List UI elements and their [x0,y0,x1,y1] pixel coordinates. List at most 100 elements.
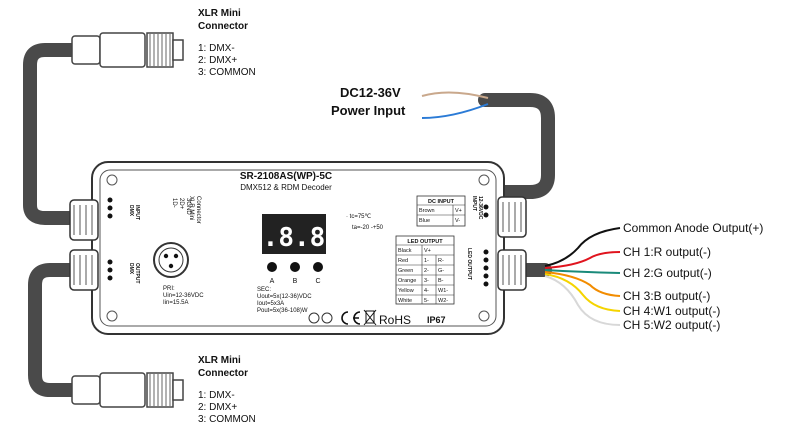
bottom-connector-title-1: XLR Mini [198,355,241,366]
left-cable-glands [69,199,99,291]
button-a[interactable] [267,262,277,272]
output-ch2: CH 2:G output(-) [623,266,712,280]
orange-wire [544,271,621,297]
green-wire [544,269,621,274]
top-connector-pin-3: 3: COMMON [198,67,256,78]
led-row-1-color: Black [398,248,412,254]
dmx-output-label-1: DMX [128,263,134,275]
led-row-3-color: Green [398,268,413,274]
display-digits: 8.8.8. [247,223,341,253]
output-ch3: CH 3:B output(-) [623,289,710,303]
device-model: SR-2108AS(WP)-5C [240,171,332,182]
led-row-3-num: 2- [424,268,429,274]
sec-line-4: Pout=5x(36-108)W [257,308,308,314]
input-side-label-1: INPUT [471,196,477,211]
bottom-connector-title-2: Connector [198,368,248,379]
led-row-5-pin: W1- [438,288,448,294]
top-connector-label: XLR Mini Connector 1: DMX- 2: DMX+ 3: CO… [198,8,256,78]
device-xlr-socket [153,242,189,278]
red-wire [544,251,621,269]
input-side-label-2: 12-36VDC [477,196,483,220]
led-output-side-label: LED OUTPUT [466,248,472,280]
black-wire [544,227,621,267]
bottom-connector-pin-2: 2: DMX+ [198,402,237,413]
bottom-connector-pin-3: 3: COMMON [198,414,256,425]
pri-line-2: Uin=12-36VDC [163,293,204,299]
ip-rating: IP67 [427,315,446,325]
dc-input-table [416,195,466,227]
sec-spec: SEC: Uout=5x(12-36)VDC Iout=5x3A Pout=5x… [257,287,312,314]
dc-row-1-pin: V+ [455,208,462,214]
device-xlr-pin-1: 1D- [171,198,177,208]
recycle-bin-icon [363,309,377,326]
bottom-connector-label: XLR Mini Connector 1: DMX- 2: DMX+ 3: CO… [198,355,256,425]
power-input-label: DC12-36V Power Input [331,85,406,118]
led-row-6-color: White [398,298,412,304]
button-b-label: B [293,278,298,285]
led-output-rows: Black V+ Red 1- R- Green 2- G- Orange 3-… [398,248,448,304]
led-display [262,214,326,254]
top-cable [23,43,82,225]
ta-label: ta=-20 -+50 [352,225,384,231]
top-xlr-connector [71,32,184,68]
led-row-3-pin: G- [438,268,444,274]
dmx-output-label-2: OUTPUT [134,263,140,284]
output-common-anode: Common Anode Output(+) [623,221,763,235]
power-input-line-2: Power Input [331,103,406,118]
output-labels: Common Anode Output(+) CH 1:R output(-) … [623,221,763,332]
brown-wire [421,91,489,99]
top-connector-title-1: XLR Mini [198,8,241,19]
output-ch1: CH 1:R output(-) [623,245,711,259]
device-xlr-pin-2: 2D+ [178,198,184,210]
rohs-mark: RoHS [379,313,411,327]
top-connector-pin-1: 1: DMX- [198,43,235,54]
bottom-cable [28,263,82,397]
led-row-5-num: 4- [424,288,429,294]
led-output-table [395,235,455,305]
led-row-6-pin: W2- [438,298,448,304]
led-row-4-pin: B- [438,278,444,284]
dmx-input-label-2: INPUT [134,205,140,220]
ul-mark-icon [308,312,333,324]
led-row-4-num: 3- [424,278,429,284]
yellow-wire [544,273,621,312]
bottom-xlr-connector [71,372,184,408]
dc-row-2-color: Blue [419,218,430,224]
sec-line-1: SEC: [257,287,271,293]
device-xlr-pin-3: 3GND [185,198,191,215]
led-output-title: LED OUTPUT [407,239,443,245]
output-ch5: CH 5:W2 output(-) [623,318,720,332]
blue-wire [421,103,489,119]
dmx-input-label-1: DMX [128,205,134,217]
dc-row-1-color: Brown [419,208,435,214]
bottom-connector-pin-1: 1: DMX- [198,390,235,401]
dc-input-title: DC INPUT [428,199,455,205]
ce-mark-icon [341,311,361,325]
button-a-label: A [270,278,275,285]
pri-line-1: PRI: [163,286,175,292]
tc-label: · tc=75℃ [346,214,372,220]
button-c[interactable] [313,262,323,272]
device-subtitle: DMX512 & RDM Decoder [240,183,332,192]
sec-line-3: Iout=5x3A [257,301,284,307]
pri-spec: PRI: Uin=12-36VDC Iin=15.5A [163,286,204,306]
led-row-2-color: Red [398,258,408,264]
button-c-label: C [315,278,320,285]
top-connector-title-2: Connector [198,21,248,32]
device-xlr-label-2: Connector [195,196,201,224]
device-xlr-label-1: XLR Mini [188,196,194,220]
sec-line-2: Uout=5x(12-36)VDC [257,294,312,300]
pri-line-3: Iin=15.5A [163,300,189,306]
terminal-dots [107,197,489,287]
led-row-4-color: Orange [398,278,416,284]
output-ch4: CH 4:W1 output(-) [623,304,720,318]
led-row-2-num: 1- [424,258,429,264]
led-row-1-pin: V+ [424,248,431,254]
top-connector-pin-2: 2: DMX+ [198,55,237,66]
power-input-line-1: DC12-36V [340,85,401,100]
button-b[interactable] [290,262,300,272]
led-row-6-num: 5- [424,298,429,304]
dc-row-2-pin: V- [455,218,460,224]
right-cable-glands [497,196,527,291]
